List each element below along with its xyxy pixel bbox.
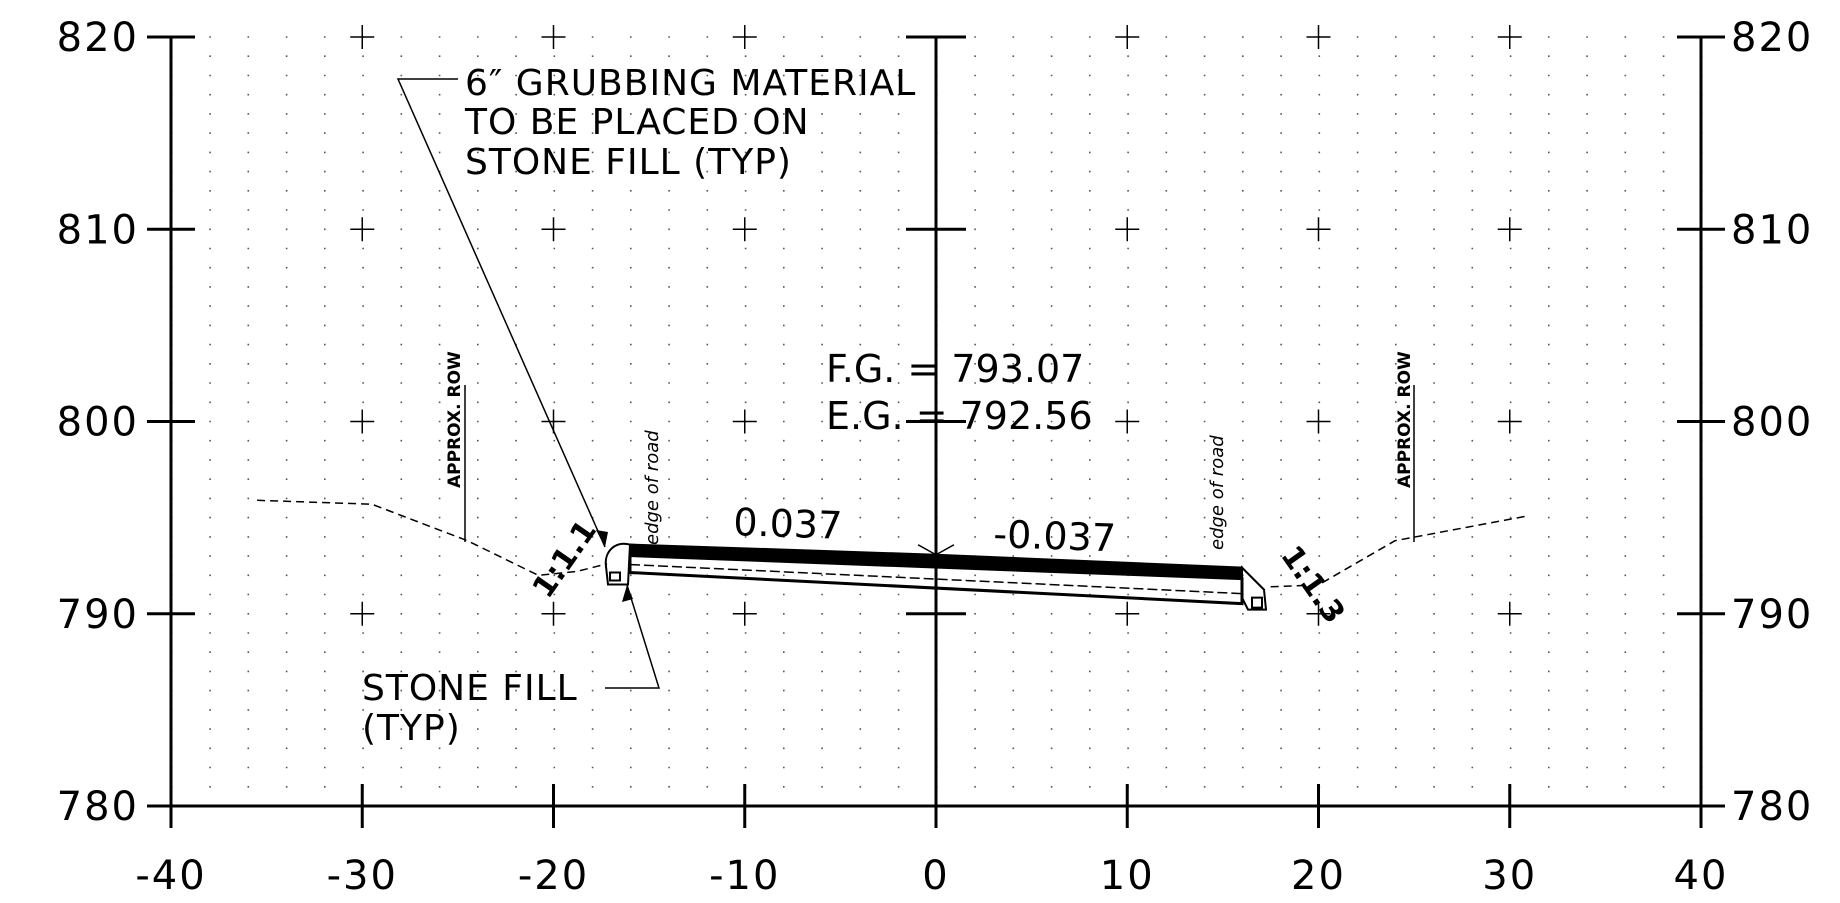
y-axis-labels-left: 780 790 800 810 820: [57, 15, 139, 830]
y-tick-label-right: 780: [1731, 784, 1813, 830]
y-tick-label-left: 780: [57, 784, 139, 830]
grubbing-arrowhead: [596, 530, 608, 547]
x-tick-label: 0: [922, 853, 949, 899]
grubbing-leader: [396, 78, 606, 548]
stone-fill-right: [1241, 565, 1268, 611]
y-tick-label-left: 810: [57, 207, 139, 253]
grubbing-note-line-2: TO BE PLACED ON: [464, 102, 810, 143]
existing-grade-label: E.G. = 792.56: [826, 394, 1093, 438]
y-tick-label-left: 800: [57, 400, 139, 446]
pavement-section: [604, 542, 1268, 611]
grubbing-note-line-3: STONE FILL (TYP): [465, 142, 792, 183]
x-tick-label: 10: [1100, 853, 1155, 899]
y-tick-label-right: 810: [1731, 207, 1813, 253]
x-tick-label: 40: [1674, 853, 1729, 899]
y-tick-label-right: 790: [1731, 592, 1813, 638]
row-label-left: APPROX. ROW: [445, 351, 465, 488]
existing-ground-right: [1270, 514, 1530, 588]
pavement-subbase-line: [629, 563, 1243, 595]
slope-left-label: 0.037: [733, 500, 843, 548]
stone-fill-note-line-1: STONE FILL: [362, 668, 578, 709]
side-slope-ratio-right: 1:1.3: [1273, 540, 1351, 631]
y-tick-label-right: 820: [1731, 15, 1813, 61]
existing-ground-left: [257, 499, 608, 577]
x-axis-labels: -40 -30 -20 -10 0 10 20 30 40: [135, 853, 1729, 899]
x-tick-label: 20: [1291, 853, 1346, 899]
y-tick-label-right: 800: [1731, 400, 1813, 446]
stone-fill-note-line-2: (TYP): [362, 708, 461, 749]
y-tick-label-left: 820: [57, 15, 139, 61]
x-tick-label: -20: [518, 853, 589, 899]
edge-of-road-right: edge of road: [1207, 435, 1228, 550]
y-axis-labels-right: 780 790 800 810 820: [1731, 15, 1813, 830]
grid-cross-marks: [350, 25, 1522, 626]
pavement-base-layer: [628, 553, 1244, 606]
stone-fill-leader: [605, 584, 661, 689]
crown-marker: [917, 544, 955, 566]
stone-fill-arrowhead: [622, 585, 633, 602]
x-tick-label: -40: [135, 853, 206, 899]
edge-of-road-left: edge of road: [642, 430, 663, 545]
side-slope-ratio-left: 1:1.1: [526, 514, 604, 605]
x-tick-label: 30: [1482, 853, 1537, 899]
x-tick-label: -30: [327, 853, 398, 899]
finished-grade-label: F.G. = 793.07: [826, 347, 1084, 391]
y-tick-label-left: 790: [57, 592, 139, 638]
stone-fill-left: [604, 542, 632, 586]
grubbing-note-line-1: 6″ GRUBBING MATERIAL: [465, 63, 916, 104]
slope-right-label: -0.037: [993, 512, 1117, 560]
row-label-right: APPROX. ROW: [1395, 351, 1415, 488]
drawing-frame: [147, 35, 1725, 828]
grid-crosses: [350, 25, 1522, 626]
x-tick-label: -10: [709, 853, 780, 899]
